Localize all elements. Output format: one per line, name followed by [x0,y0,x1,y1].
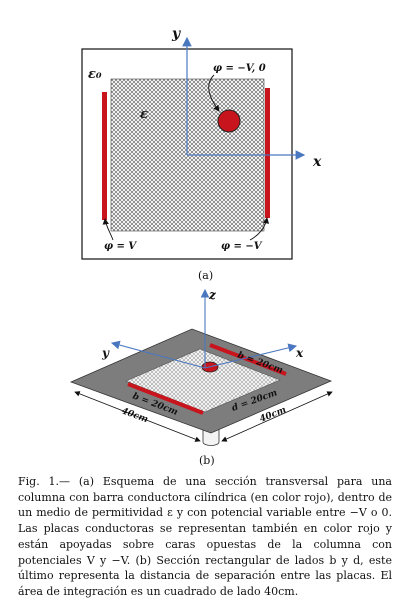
conducting-rod [217,109,241,133]
right-leader-arrow [249,217,270,241]
z-axis-label-b: z [208,288,217,302]
figure-caption: Fig. 1.— (a) Esquema de una sección tran… [18,475,392,598]
left-dimension-arrow [74,391,201,442]
panel-b-label: (b) [199,454,215,467]
right-dimension-arrow [221,391,333,442]
rod-leader-arrow [208,74,220,112]
rod-potential-label: φ = −V, 0 [213,63,266,74]
x-axis-label-a: x [312,154,322,170]
y-axis-label-a: y [171,26,181,42]
panel-b: z y x b = 20cm b = 20cm d = 20cm 40cm 40… [69,288,333,446]
left-leader-arrow [102,218,114,241]
back-plate [209,343,287,376]
right-plate-potential: φ = −V [221,241,263,252]
x-axis-label-b: x [295,346,304,360]
panel-a: y x ε₀ ε φ = −V, 0 φ = V φ = −V [81,26,322,260]
figure-canvas: y x ε₀ ε φ = −V, 0 φ = V φ = −V (a) z y … [69,26,333,467]
y-axis-b [110,340,206,369]
panel-a-label: (a) [198,269,213,282]
y-axis-label-b: y [101,346,110,360]
eps-label: ε [140,107,148,122]
right-plate [265,88,270,218]
left-plate [102,92,107,220]
left-plate-potential: φ = V [104,241,137,252]
x-axis-b [204,343,298,369]
eps0-label: ε₀ [88,67,102,82]
